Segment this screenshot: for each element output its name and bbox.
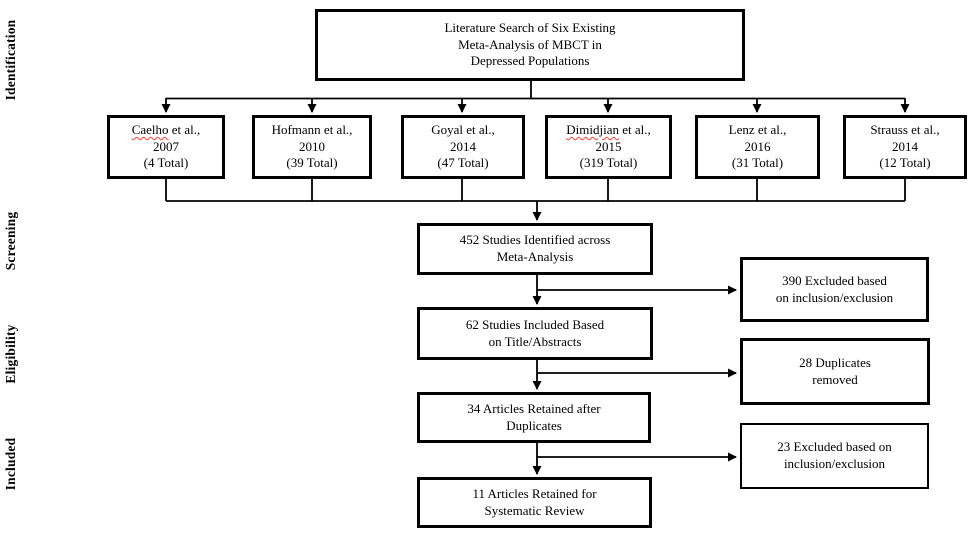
source-total: (319 Total) [579,155,638,171]
exclusion-box-28: 28 Duplicates removed [740,338,930,405]
stage-label-eligibility: Eligibility [3,324,18,384]
source-box-strauss: Strauss et al., 2014 (12 Total) [843,115,967,179]
source-total: (31 Total) [731,155,784,171]
source-year: 2010 [299,138,325,154]
source-total: (4 Total) [143,155,189,171]
flow-box-after-duplicates: 34 Articles Retained after Duplicates [417,392,651,443]
source-total: (39 Total) [286,155,338,171]
source-box-dimidjian: Dimidjian et al., 2015 (319 Total) [545,115,672,179]
flow-box-identified: 452 Studies Identified across Meta-Analy… [417,223,653,275]
source-total: (47 Total) [437,155,489,171]
stage-label-identification: Identification [3,19,18,101]
source-box-hofmann: Hofmann et al., 2010 (39 Total) [252,115,372,179]
source-year: 2015 [595,138,622,154]
source-total: (12 Total) [879,155,931,171]
source-year: 2014 [892,138,918,154]
title-box: Literature Search of Six Existing Meta-A… [315,9,745,81]
flow-box-final: 11 Articles Retained for Systematic Revi… [417,477,652,528]
flow-box-title-abstracts: 62 Studies Included Based on Title/Abstr… [417,307,653,360]
source-year: 2007 [153,138,179,154]
source-year: 2016 [744,138,771,154]
exclusion-box-390: 390 Excluded based on inclusion/exclusio… [740,257,929,322]
stage-label-screening: Screening [3,211,18,271]
misspelled-author: Dimidjian [566,122,619,138]
source-box-goyal: Goyal et al., 2014 (47 Total) [401,115,525,179]
stage-label-included: Included [3,437,18,491]
exclusion-box-23: 23 Excluded based on inclusion/exclusion [740,423,929,489]
misspelled-author: Caelho [131,122,169,138]
source-box-caelho: Caelho et al., 2007 (4 Total) [107,115,225,179]
source-year: 2014 [450,138,476,154]
source-box-lenz: Lenz et al., 2016 (31 Total) [695,115,820,179]
